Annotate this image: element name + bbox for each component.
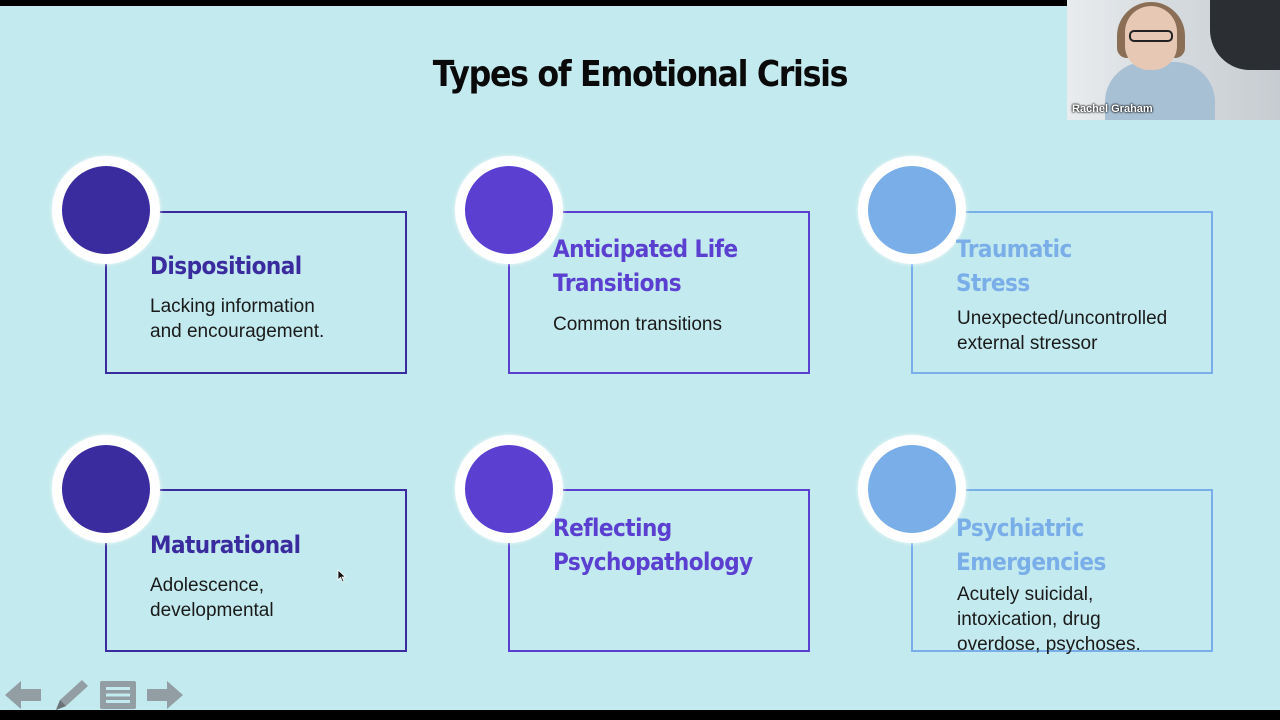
slide-menu-icon <box>100 681 136 709</box>
slide: Types of Emotional Crisis Dispositional … <box>0 6 1280 710</box>
card-psychiatric-circle <box>858 435 966 543</box>
card-anticipated-box <box>508 211 810 374</box>
slide-menu-button[interactable] <box>98 674 138 716</box>
desc-line: Adolescence, <box>150 575 265 596</box>
card-psychiatric-description: Acutely suicidal, intoxication, drug ove… <box>957 582 1141 657</box>
bottom-bar <box>0 710 1280 720</box>
card-psychopathology-box <box>508 489 810 652</box>
next-slide-button[interactable] <box>144 674 186 716</box>
participant-body <box>1105 62 1215 120</box>
participant-glasses <box>1129 30 1173 42</box>
heading-line: Psychopathology <box>553 548 753 576</box>
card-traumatic-heading: Traumatic Stress <box>956 232 1072 300</box>
pen-tool-button[interactable] <box>48 674 94 716</box>
heading-line: Psychiatric <box>956 514 1084 542</box>
card-dispositional-circle <box>52 156 160 264</box>
card-dispositional-description: Lacking information and encouragement. <box>150 294 324 344</box>
heading-line: Anticipated Life <box>553 235 738 263</box>
card-anticipated-heading: Anticipated Life Transitions <box>553 232 738 300</box>
slide-title: Types of Emotional Crisis <box>432 54 849 95</box>
card-anticipated-circle <box>455 156 563 264</box>
card-anticipated-description: Common transitions <box>553 312 722 337</box>
previous-slide-icon <box>5 681 41 709</box>
desc-line: and encouragement. <box>150 321 325 342</box>
desc-line: Common transitions <box>553 314 722 335</box>
heading-line: Transitions <box>553 269 682 297</box>
desc-line: Lacking information <box>150 296 315 317</box>
card-maturational-description: Adolescence, developmental <box>150 573 274 623</box>
card-traumatic-description: Unexpected/uncontrolled external stresso… <box>957 306 1167 356</box>
heading-line: Traumatic <box>956 235 1072 263</box>
card-psychiatric-heading: Psychiatric Emergencies <box>956 511 1106 579</box>
card-maturational-box <box>105 489 407 652</box>
heading-line: Stress <box>956 269 1030 297</box>
card-maturational-heading: Maturational <box>150 531 301 559</box>
card-maturational-circle <box>52 435 160 543</box>
desc-line: overdose, psychoses. <box>957 634 1141 655</box>
next-slide-icon <box>147 681 183 709</box>
participant-video-tile[interactable]: Rachel Graham <box>1067 0 1280 120</box>
video-background-shade <box>1210 0 1280 70</box>
mouse-cursor-icon <box>337 569 347 583</box>
desc-line: intoxication, drug <box>957 609 1101 630</box>
participant-name-label: Rachel Graham <box>1072 103 1153 115</box>
card-psychopathology-heading: Reflecting Psychopathology <box>553 511 753 579</box>
desc-line: Acutely suicidal, <box>957 584 1094 605</box>
desc-line: external stressor <box>957 333 1098 354</box>
pen-icon <box>56 680 88 710</box>
card-dispositional-box <box>105 211 407 374</box>
card-psychiatric-box <box>911 489 1213 652</box>
card-dispositional-heading: Dispositional <box>150 252 302 280</box>
heading-line: Emergencies <box>956 548 1106 576</box>
heading-line: Reflecting <box>553 514 672 542</box>
card-psychopathology-circle <box>455 435 563 543</box>
card-traumatic-box <box>911 211 1213 374</box>
previous-slide-button[interactable] <box>2 674 44 716</box>
desc-line: developmental <box>150 600 274 621</box>
card-traumatic-circle <box>858 156 966 264</box>
desc-line: Unexpected/uncontrolled <box>957 308 1168 329</box>
